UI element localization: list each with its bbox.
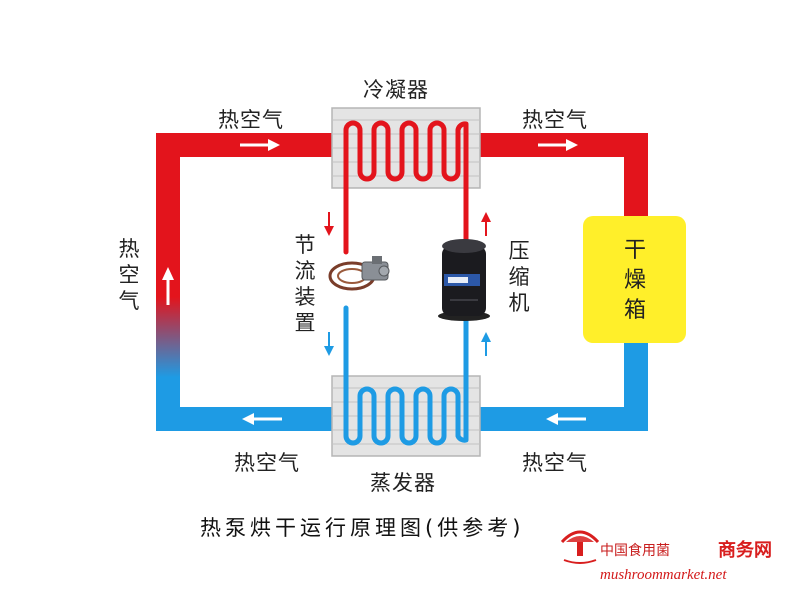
hot-air-label-left: 热空气 (118, 237, 140, 313)
hot-air-label-bottom-left: 热空气 (234, 451, 300, 475)
duct-arrows (162, 139, 586, 425)
arrow-left-icon (546, 413, 586, 425)
evaporator-coil (343, 305, 469, 446)
hot-air-label-top-left: 热空气 (218, 108, 284, 132)
dryer-label: 干燥箱 (623, 238, 646, 323)
condenser (331, 107, 481, 255)
refrigerant-arrows (324, 212, 491, 356)
arrow-down-icon (324, 332, 334, 356)
compressor-label: 压缩机 (508, 239, 530, 315)
hot-air-label-top-right: 热空气 (522, 108, 588, 132)
evaporator (331, 305, 481, 457)
duct-right-upper (624, 133, 648, 219)
arrow-up-icon (481, 212, 491, 236)
throttle-label: 节流装置 (294, 233, 316, 335)
diagram-caption: 热泵烘干运行原理图(供参考) (200, 516, 525, 540)
condenser-coil (343, 120, 469, 255)
arrow-left-icon (242, 413, 282, 425)
arrow-up-icon (481, 332, 491, 356)
arrow-right-icon (240, 139, 280, 151)
arrow-up-icon (162, 267, 174, 305)
throttle-valve-icon (328, 256, 390, 291)
watermark-cn-text: 中国食用菌 (600, 543, 670, 559)
watermark-brand-text: 商务网 (718, 540, 772, 561)
evaporator-label: 蒸发器 (370, 471, 436, 495)
condenser-label: 冷凝器 (363, 78, 429, 102)
watermark-url-text: mushroommarket.net (600, 567, 727, 583)
hot-air-label-bottom-right: 热空气 (522, 451, 588, 475)
arrow-down-icon (324, 212, 334, 236)
mushroom-logo-icon (560, 530, 600, 564)
compressor-icon (438, 239, 490, 321)
arrow-right-icon (538, 139, 578, 151)
dryer-box (583, 216, 686, 343)
